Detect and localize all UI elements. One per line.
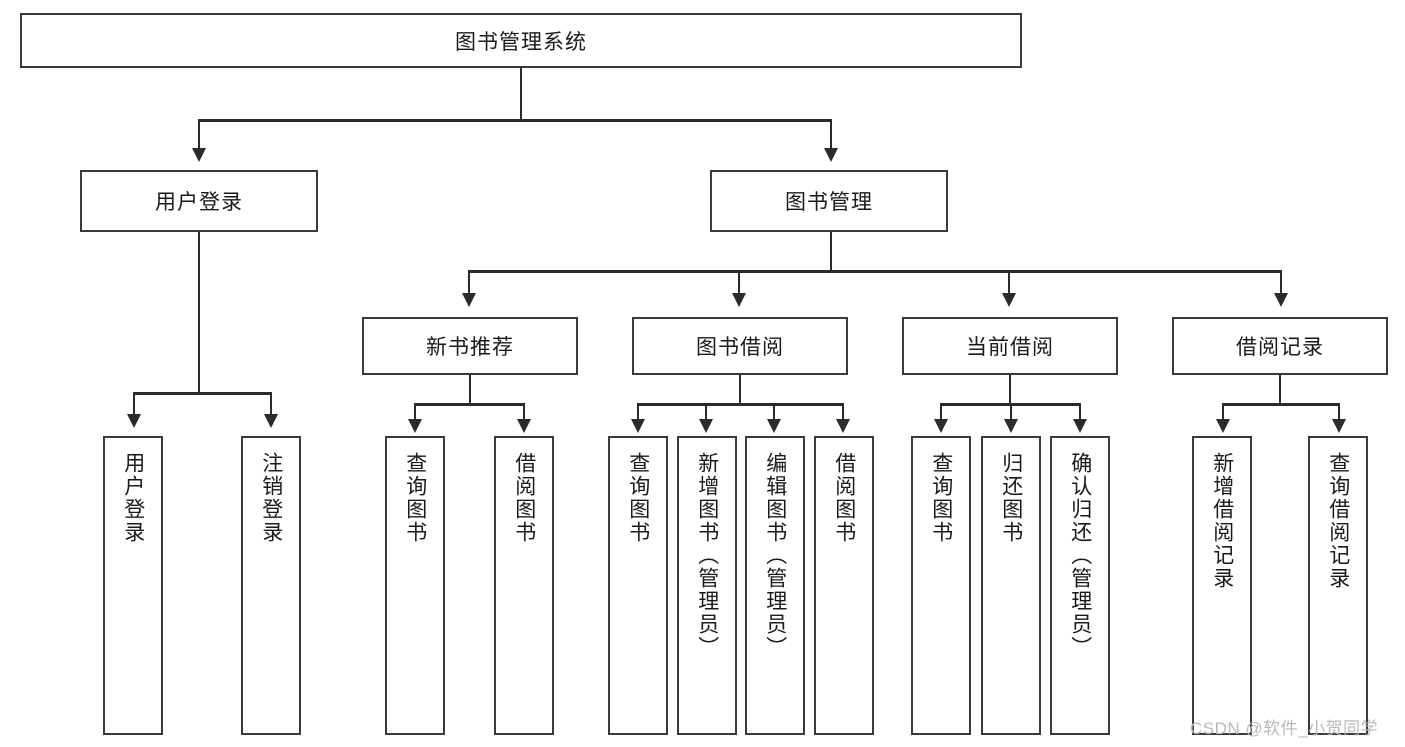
connector-root-bus: [198, 119, 832, 122]
node-label: 当前借阅: [966, 336, 1054, 359]
arrow-user-login-to-leaf-1: [127, 414, 141, 428]
arrow-br-to-leaf-1: [1216, 419, 1230, 433]
connector-book-borrow-stem: [739, 375, 741, 404]
arrow-bb-to-leaf-2: [699, 419, 713, 433]
leaf-logout[interactable]: 注销登录: [241, 436, 301, 735]
node-label: 图书管理系统: [455, 30, 587, 54]
leaf-return-book[interactable]: 归还图书: [981, 436, 1041, 735]
arrow-bm-to-book-borrow: [732, 293, 746, 307]
leaf-query-book-current[interactable]: 查询图书: [911, 436, 971, 735]
arrow-bb-to-leaf-4: [836, 419, 850, 433]
connector-bm-to-book-borrow: [738, 270, 740, 295]
leaf-borrow-book-recommend[interactable]: 借阅图书: [494, 436, 554, 735]
node-label: 图书借阅: [696, 336, 784, 359]
node-new-book-recommend[interactable]: 新书推荐: [362, 317, 578, 375]
leaf-add-book-admin[interactable]: 新增图书（管理员）: [677, 436, 737, 735]
connector-book-management-stem: [830, 232, 832, 271]
node-borrow-record[interactable]: 借阅记录: [1172, 317, 1388, 375]
arrow-bm-to-borrow-record: [1274, 293, 1288, 307]
leaf-confirm-return-admin[interactable]: 确认归还（管理员）: [1050, 436, 1110, 735]
connector-bb-to-leaf-1: [637, 403, 639, 421]
connector-book-borrow-bus: [637, 403, 844, 406]
connector-nb-to-leaf-2: [523, 403, 525, 421]
leaf-label: 编辑图书（管理员）: [763, 452, 787, 659]
connector-borrow-record-bus: [1222, 403, 1339, 406]
arrow-bm-to-new-book: [462, 293, 476, 307]
arrow-cb-to-leaf-3: [1073, 419, 1087, 433]
node-user-login[interactable]: 用户登录: [80, 170, 318, 232]
csdn-watermark: CSDN @软件_小贺同学: [1190, 719, 1379, 738]
node-current-borrow[interactable]: 当前借阅: [902, 317, 1118, 375]
node-label: 借阅记录: [1236, 336, 1324, 359]
connector-user-login-stem: [198, 232, 200, 393]
connector-user-login-bus: [133, 392, 271, 395]
connector-cb-to-leaf-3: [1079, 403, 1081, 421]
leaf-query-book-borrow[interactable]: 查询图书: [608, 436, 668, 735]
leaf-label: 用户登录: [121, 452, 145, 544]
leaf-borrow-book[interactable]: 借阅图书: [814, 436, 874, 735]
connector-nb-to-leaf-1: [414, 403, 416, 421]
leaf-label: 查询图书: [626, 452, 650, 544]
arrow-cb-to-leaf-1: [934, 419, 948, 433]
leaf-label: 查询图书: [403, 452, 427, 544]
leaf-query-book-recommend[interactable]: 查询图书: [385, 436, 445, 735]
arrow-bm-to-current-borrow: [1002, 293, 1016, 307]
leaf-label: 归还图书: [999, 452, 1023, 544]
connector-new-book-stem: [469, 375, 471, 404]
connector-bm-to-borrow-record: [1280, 270, 1282, 295]
connector-user-login-to-leaf-2: [270, 392, 272, 416]
leaf-edit-book-admin[interactable]: 编辑图书（管理员）: [745, 436, 805, 735]
arrow-nb-to-leaf-1: [408, 419, 422, 433]
connector-current-borrow-stem: [1009, 375, 1011, 404]
node-label: 新书推荐: [426, 336, 514, 359]
arrow-bb-to-leaf-1: [631, 419, 645, 433]
arrow-br-to-leaf-2: [1332, 419, 1346, 433]
leaf-label: 查询借阅记录: [1326, 452, 1350, 590]
arrow-bb-to-leaf-3: [767, 419, 781, 433]
connector-root-to-book-management: [830, 119, 832, 151]
leaf-label: 借阅图书: [832, 452, 856, 544]
connector-bb-to-leaf-3: [773, 403, 775, 421]
connector-bb-to-leaf-2: [705, 403, 707, 421]
connector-borrow-record-stem: [1279, 375, 1281, 404]
connector-bb-to-leaf-4: [842, 403, 844, 421]
leaf-add-borrow-record[interactable]: 新增借阅记录: [1192, 436, 1252, 735]
connector-root-to-user-login: [198, 119, 200, 151]
node-root-book-management-system[interactable]: 图书管理系统: [20, 13, 1022, 68]
leaf-label: 新增借阅记录: [1210, 452, 1234, 590]
node-label: 图书管理: [785, 191, 873, 214]
connector-user-login-to-leaf-1: [133, 392, 135, 416]
leaf-query-borrow-record[interactable]: 查询借阅记录: [1308, 436, 1368, 735]
connector-new-book-bus: [414, 403, 524, 406]
leaf-label: 注销登录: [259, 452, 283, 544]
connector-bm-to-current-borrow: [1008, 270, 1010, 295]
arrow-root-to-book-management: [824, 148, 838, 162]
leaf-label: 新增图书（管理员）: [695, 452, 719, 659]
node-label: 用户登录: [155, 191, 243, 214]
leaf-label: 查询图书: [929, 452, 953, 544]
connector-book-management-bus: [468, 270, 1282, 273]
arrow-user-login-to-leaf-2: [264, 414, 278, 428]
connector-bm-to-new-book: [468, 270, 470, 295]
node-book-borrow[interactable]: 图书借阅: [632, 317, 848, 375]
connector-br-to-leaf-1: [1222, 403, 1224, 421]
arrow-root-to-user-login: [192, 148, 206, 162]
arrow-nb-to-leaf-2: [517, 419, 531, 433]
connector-cb-to-leaf-2: [1010, 403, 1012, 421]
node-book-management[interactable]: 图书管理: [710, 170, 948, 232]
connector-br-to-leaf-2: [1338, 403, 1340, 421]
connector-root-stem: [520, 68, 522, 120]
connector-cb-to-leaf-1: [940, 403, 942, 421]
leaf-label: 借阅图书: [512, 452, 536, 544]
leaf-label: 确认归还（管理员）: [1068, 452, 1092, 659]
arrow-cb-to-leaf-2: [1004, 419, 1018, 433]
leaf-user-login[interactable]: 用户登录: [103, 436, 163, 735]
